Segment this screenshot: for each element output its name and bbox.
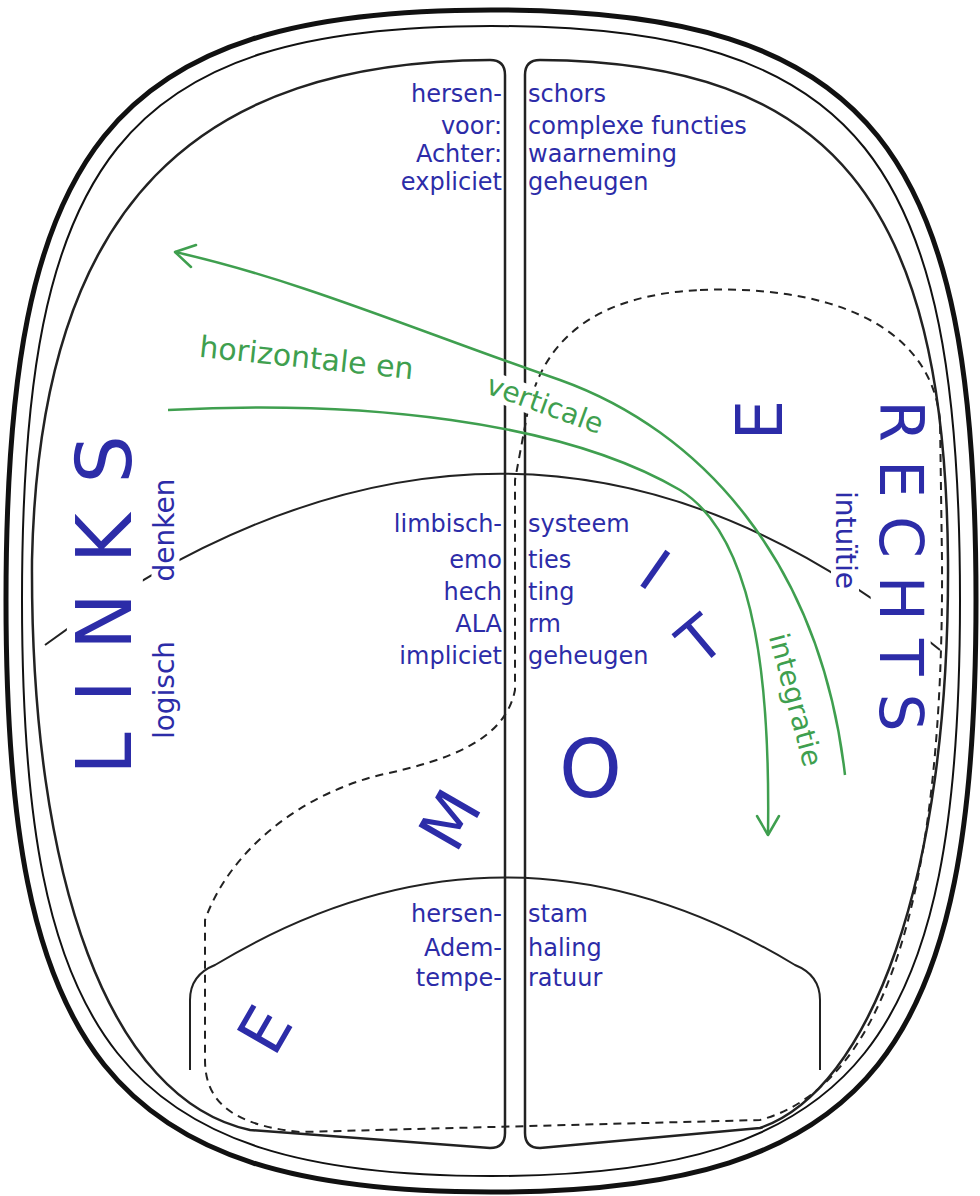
region-text: complexe functies bbox=[528, 112, 747, 140]
region-text: waarneming bbox=[528, 140, 677, 168]
integration-label: verticale bbox=[480, 370, 610, 440]
region-text: impliciet bbox=[399, 642, 502, 670]
region-text: hersen- bbox=[411, 900, 502, 928]
region-text: ties bbox=[528, 546, 571, 574]
region-text: expliciet bbox=[401, 168, 502, 196]
region-text: systeem bbox=[528, 510, 630, 538]
region-text: Achter: bbox=[416, 140, 502, 168]
region-text: ting bbox=[528, 578, 575, 606]
region-text: ratuur bbox=[528, 964, 602, 992]
region-text: geheugen bbox=[528, 168, 648, 196]
arrow-head bbox=[175, 245, 196, 267]
emotion-letter: I bbox=[628, 539, 682, 602]
region-text: limbisch- bbox=[394, 510, 502, 538]
region-text: schors bbox=[528, 80, 606, 108]
region-text: Adem- bbox=[424, 934, 502, 962]
emotion-region bbox=[205, 290, 942, 1132]
emotion-letter: T bbox=[665, 603, 736, 676]
emotion-letter: E bbox=[226, 994, 305, 1066]
region-text: rm bbox=[528, 610, 561, 638]
right-hemisphere bbox=[525, 60, 948, 1148]
arrow-head bbox=[757, 816, 779, 835]
region-text: hersen- bbox=[411, 80, 502, 108]
brainstem-boundary bbox=[190, 878, 820, 1071]
region-text: tempe- bbox=[416, 964, 502, 992]
emotion-letter: E bbox=[728, 397, 792, 443]
limbic-boundary bbox=[45, 474, 940, 650]
region-text: emo bbox=[449, 546, 502, 574]
integration-label: horizontale en bbox=[195, 332, 418, 385]
function-label: denken bbox=[151, 476, 179, 585]
hemisphere-label: LINKS bbox=[67, 402, 143, 778]
function-label: intuïtie bbox=[831, 488, 859, 592]
region-text: ALA bbox=[455, 610, 502, 638]
region-text: haling bbox=[528, 934, 602, 962]
function-label: logisch bbox=[151, 638, 179, 742]
skull-inner bbox=[22, 26, 960, 1176]
emotion-letter: M bbox=[408, 777, 494, 862]
region-text: geheugen bbox=[528, 642, 648, 670]
hemisphere-label: RECHTS bbox=[871, 397, 931, 752]
integration-arrow bbox=[168, 408, 768, 835]
region-text: voor: bbox=[441, 112, 502, 140]
region-text: hech bbox=[444, 578, 502, 606]
skull-outer bbox=[6, 10, 976, 1192]
integration-arrow bbox=[175, 252, 845, 775]
region-text: stam bbox=[528, 900, 588, 928]
left-hemisphere bbox=[32, 60, 505, 1148]
cortex-region: hersen-schors voor: complexe functiesAchte… bbox=[40, 62, 940, 462]
emotion-letter: O bbox=[556, 730, 625, 810]
